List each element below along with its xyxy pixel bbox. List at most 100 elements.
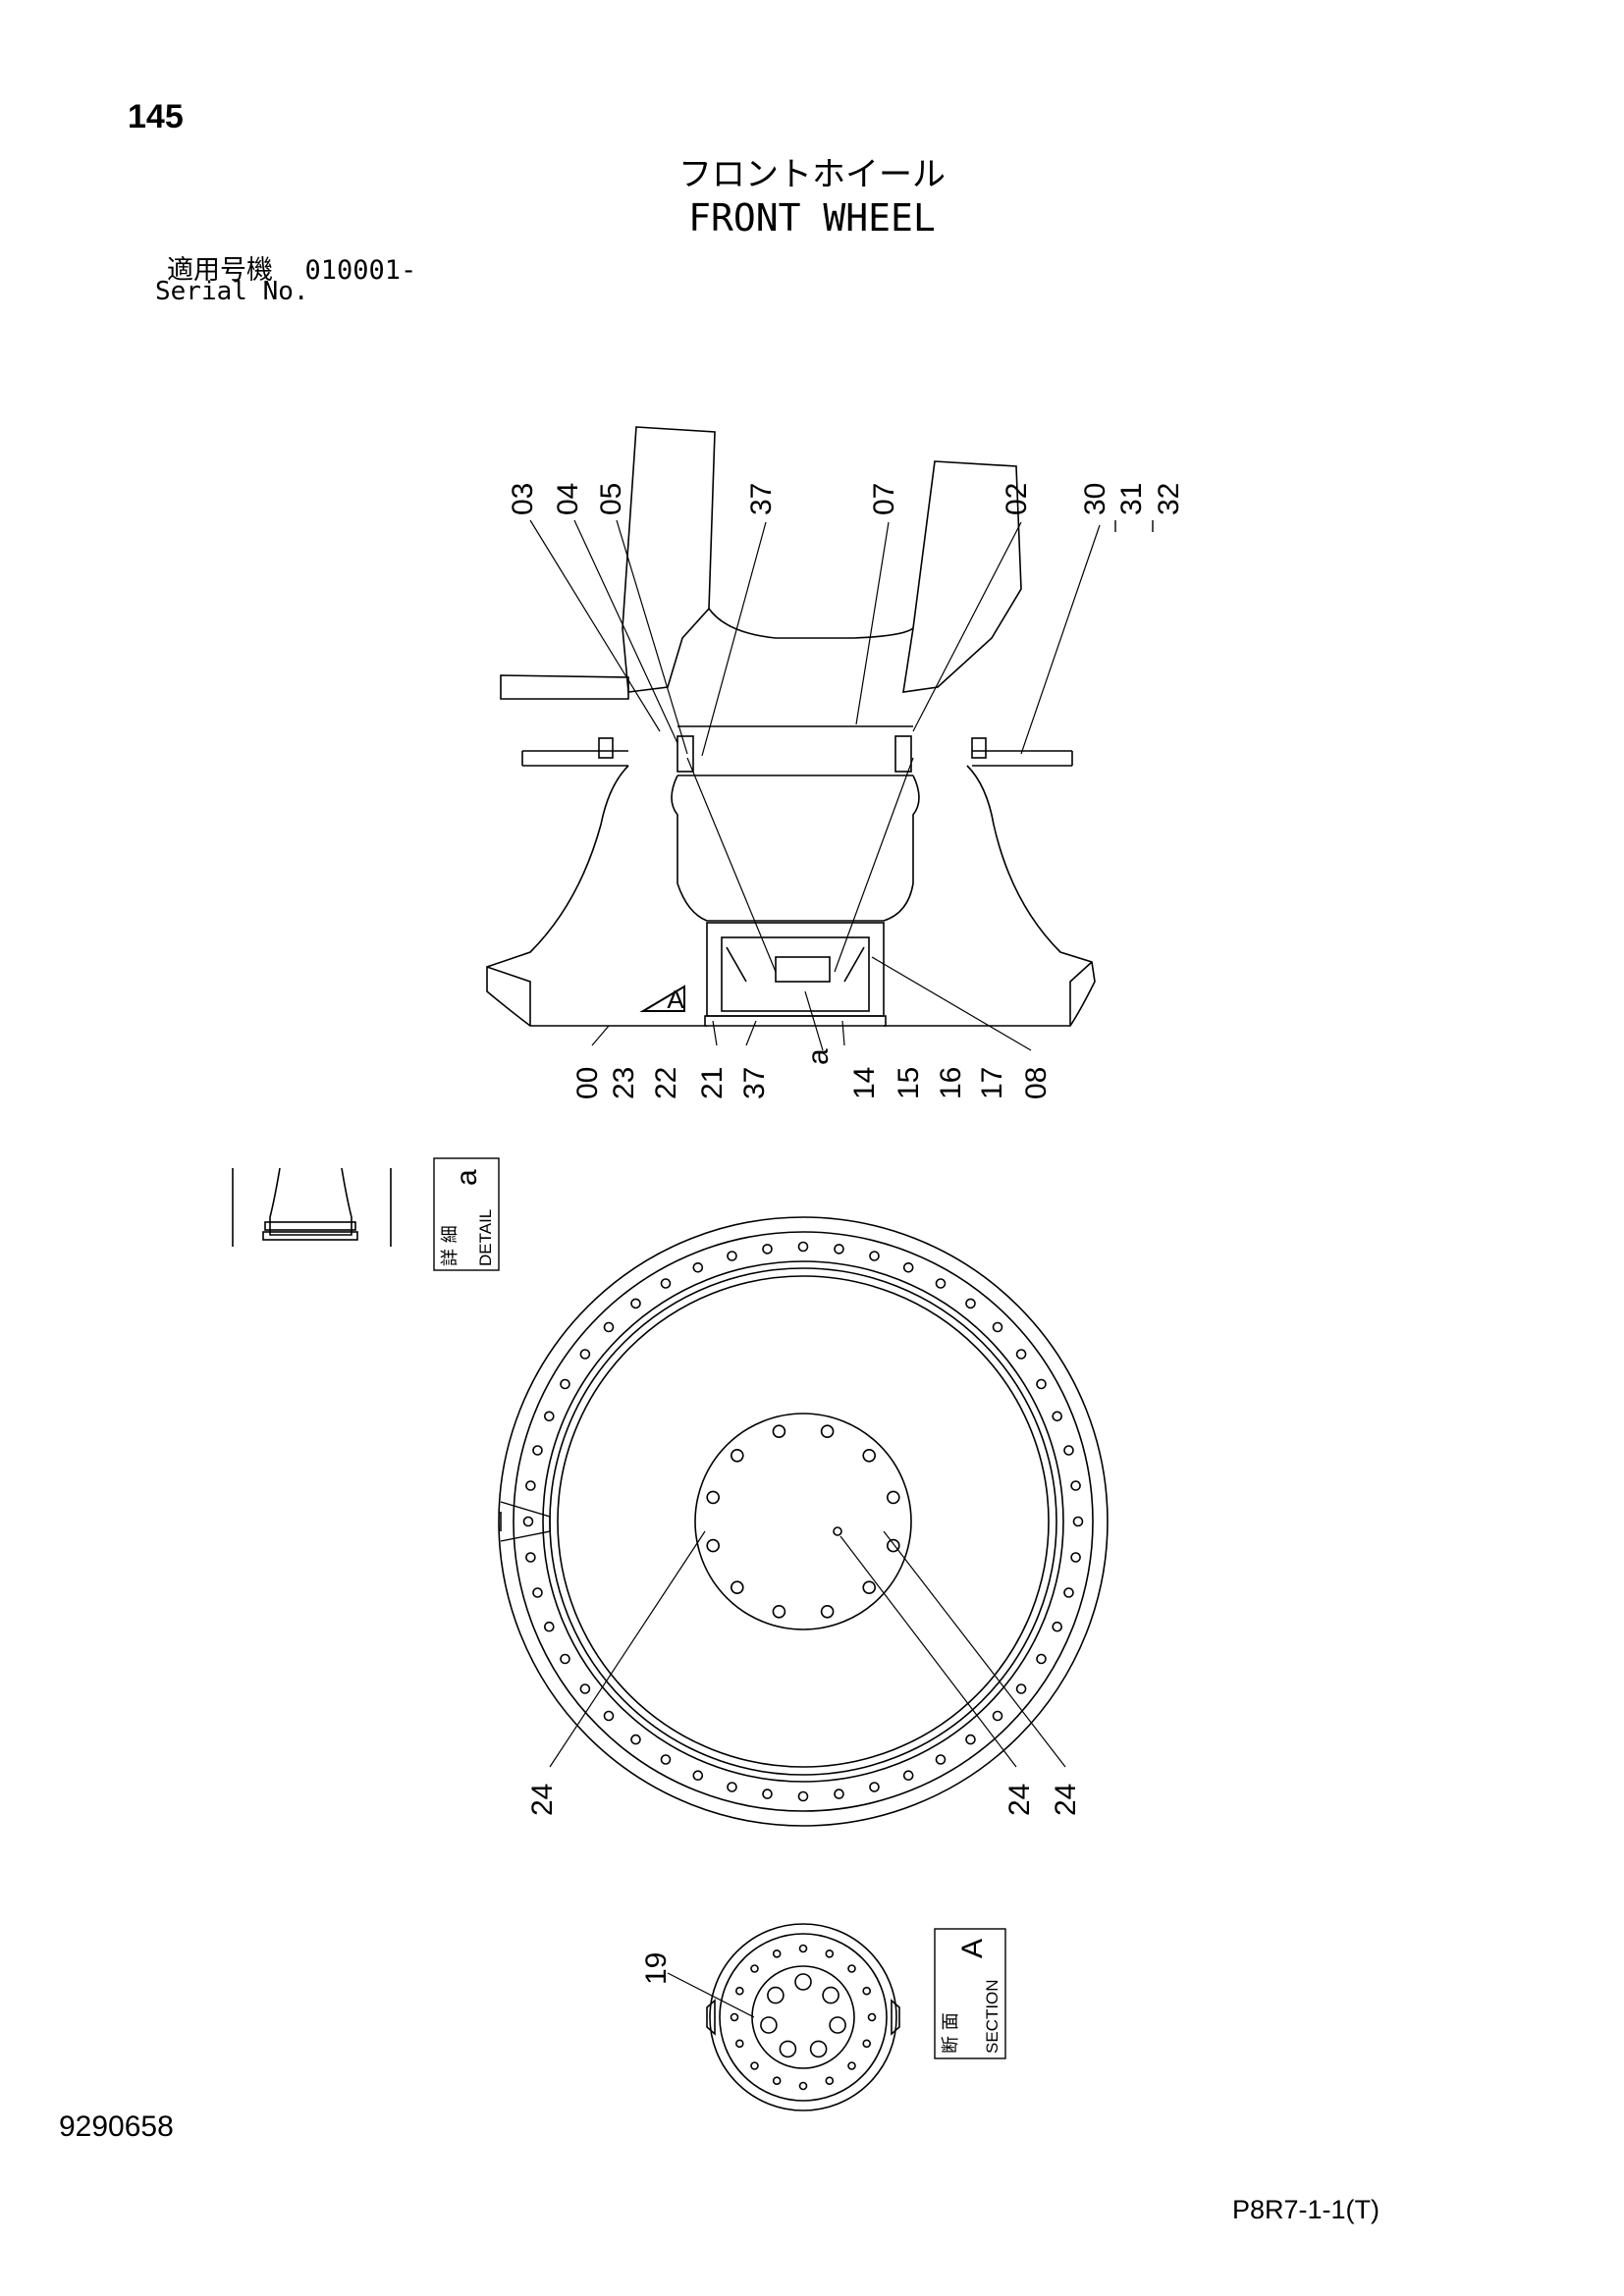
rim-bolt-hole bbox=[992, 1321, 1003, 1333]
callout-label: 15 bbox=[893, 1067, 925, 1099]
wheel-front-view bbox=[498, 1216, 1109, 1827]
cover-bolt bbox=[779, 2040, 797, 2058]
section-box-en: SECTION bbox=[983, 1979, 1001, 2054]
callout-label: 37 bbox=[738, 1067, 771, 1099]
rim-bolt-hole bbox=[965, 1734, 976, 1745]
hub-bolt bbox=[886, 1538, 900, 1553]
rim-bolt-hole bbox=[692, 1262, 704, 1273]
leader-lines-wheel bbox=[549, 1530, 1066, 1768]
rim-bolt-hole bbox=[692, 1770, 704, 1781]
section-box-jp: 断 面 bbox=[941, 2012, 961, 2054]
rim-bolt-hole bbox=[532, 1445, 543, 1456]
flange-bolt-hole bbox=[862, 2039, 872, 2049]
callout-label: 30 bbox=[1079, 483, 1111, 515]
section-box-letter: A bbox=[956, 1939, 989, 1958]
flange-bolt-hole bbox=[772, 2076, 782, 2085]
rim-bolt-hole bbox=[902, 1770, 914, 1781]
hub-bolt bbox=[772, 1605, 786, 1619]
callout-label: 02 bbox=[1001, 483, 1033, 515]
flange-bolt-hole bbox=[847, 1964, 856, 1973]
rim-bolt-hole bbox=[532, 1587, 543, 1598]
page-number: 145 bbox=[128, 98, 184, 135]
hub-bolt bbox=[886, 1490, 900, 1505]
callout-label: 24 bbox=[1003, 1784, 1036, 1816]
title-japanese: フロントホイール bbox=[678, 155, 946, 194]
detail-box-en: DETAIL bbox=[476, 1209, 495, 1266]
hub-bolt bbox=[706, 1538, 721, 1553]
cover-bolt bbox=[809, 2040, 828, 2058]
detail-box-jp: 詳 細 bbox=[440, 1225, 460, 1266]
callout-label: 19 bbox=[640, 1952, 673, 1985]
detail-box-letter: a bbox=[451, 1169, 483, 1186]
rim-bolt-hole bbox=[1052, 1411, 1062, 1422]
callout-label: 08 bbox=[1020, 1067, 1053, 1099]
rim-bolt-hole bbox=[762, 1789, 773, 1799]
rim-bolt-hole bbox=[660, 1754, 672, 1765]
detail-a-view bbox=[232, 1157, 500, 1271]
cover-bolt bbox=[822, 1986, 839, 2004]
callout-label: 17 bbox=[976, 1067, 1008, 1099]
flange-bolt-hole bbox=[730, 2012, 739, 2022]
leader-lines-bottom bbox=[591, 956, 1032, 1051]
callouts-top-dashes bbox=[1114, 520, 1154, 532]
rim-bolt-hole bbox=[543, 1411, 555, 1422]
rim-bolt-hole bbox=[797, 1241, 809, 1253]
bolt-ring bbox=[522, 1241, 1084, 1802]
serial-row: 適用号機 010001- bbox=[167, 248, 416, 287]
flange-bolt-hole bbox=[798, 2081, 808, 2091]
title-english: FRONT WHEEL bbox=[688, 196, 936, 240]
hub-bolt bbox=[772, 1424, 786, 1438]
rim-bolt-hole bbox=[560, 1653, 570, 1665]
rim-bolt-hole bbox=[522, 1516, 534, 1527]
flange-bolt-hole bbox=[750, 2061, 759, 2070]
serial-value: 010001- bbox=[304, 255, 417, 286]
rim-bolt-hole bbox=[1072, 1516, 1084, 1527]
flange-bolt-hole bbox=[825, 1949, 835, 1958]
callouts-top: 03 04 05 37 07 02 30 31 32 bbox=[507, 483, 1185, 515]
section-bolts bbox=[730, 1944, 877, 2091]
rim-bolt-hole bbox=[869, 1782, 880, 1792]
callout-label: 32 bbox=[1153, 483, 1185, 515]
callout-label: 14 bbox=[848, 1067, 881, 1099]
rim-bolt-hole bbox=[1070, 1480, 1081, 1491]
rim-bolt-hole bbox=[1070, 1552, 1081, 1563]
rim-bolt-hole bbox=[1036, 1378, 1047, 1390]
flange-bolt-hole bbox=[862, 1986, 872, 1996]
rim-bolt-hole bbox=[603, 1321, 615, 1333]
callouts-bottom: 00 23 22 21 37 a 14 15 16 17 08 bbox=[571, 1048, 1053, 1099]
page-code: P8R7-1-1(T) bbox=[1232, 2195, 1380, 2224]
rim-bolt-hole bbox=[797, 1790, 809, 1802]
flange-bolt-hole bbox=[750, 1964, 759, 1973]
rim-bolt-hole bbox=[1063, 1587, 1074, 1598]
drawing-number: 9290658 bbox=[59, 2110, 174, 2143]
callout-label: 21 bbox=[696, 1067, 729, 1099]
cover-bolt bbox=[794, 1973, 812, 1991]
rim-bolt-hole bbox=[579, 1349, 591, 1360]
rim-bolt-hole bbox=[1063, 1445, 1074, 1456]
rim-bolt-hole bbox=[965, 1298, 976, 1309]
rim-bolt-hole bbox=[525, 1552, 536, 1563]
rim-bolt-hole bbox=[935, 1754, 947, 1765]
rim-bolt-hole bbox=[935, 1278, 947, 1289]
hub-bolt bbox=[730, 1449, 744, 1463]
callout-label: a bbox=[802, 1048, 835, 1065]
rim-bolt-hole bbox=[1036, 1653, 1047, 1665]
callout-label: 24 bbox=[1050, 1784, 1082, 1816]
callout-label: 16 bbox=[935, 1067, 967, 1099]
callout-label: 04 bbox=[552, 483, 584, 515]
serial-label-en: Serial No. bbox=[155, 277, 309, 306]
rim-bolt-hole bbox=[630, 1298, 641, 1309]
flange-bolt-hole bbox=[867, 2012, 877, 2022]
rim-bolt-hole bbox=[630, 1734, 641, 1745]
rim-bolt-hole bbox=[525, 1480, 536, 1491]
rim-bolt-hole bbox=[727, 1251, 737, 1261]
cover-bolt bbox=[767, 1986, 785, 2004]
hub-bolts bbox=[706, 1424, 900, 1619]
rim-bolt-hole bbox=[902, 1262, 914, 1273]
hub-bolt bbox=[862, 1449, 877, 1463]
flange-bolt-hole bbox=[734, 2039, 744, 2049]
hub-section-view bbox=[486, 426, 1096, 1027]
callout-label: 23 bbox=[608, 1067, 640, 1099]
rim-bolt-hole bbox=[1015, 1683, 1027, 1694]
callout-label: 24 bbox=[526, 1784, 559, 1816]
